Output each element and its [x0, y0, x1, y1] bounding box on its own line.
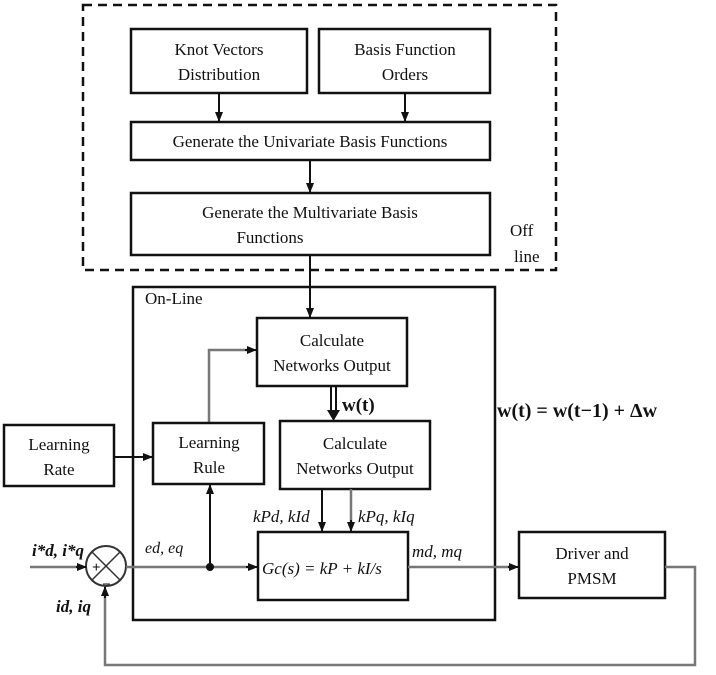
svg-text:Distribution: Distribution: [178, 65, 261, 84]
summing-junction: + −: [85, 545, 127, 593]
svg-text:Rule: Rule: [193, 458, 225, 477]
svg-text:Driver and: Driver and: [555, 544, 629, 563]
svg-text:Calculate: Calculate: [323, 434, 387, 453]
calculate-networks-output-block-2: Calculate Networks Output: [278, 419, 432, 491]
svg-text:Knot Vectors: Knot Vectors: [175, 40, 264, 59]
svg-text:Basis Function: Basis Function: [354, 40, 456, 59]
update-equation: w(t) = w(t−1) + Δw: [497, 400, 658, 422]
svg-text:Networks Output: Networks Output: [296, 459, 414, 478]
knot-vectors-block: Knot Vectors Distribution: [129, 27, 309, 95]
svg-text:+: +: [92, 560, 101, 576]
reference-label: i*d, i*q: [32, 541, 84, 560]
svg-text:Learning: Learning: [178, 433, 240, 452]
svg-text:Generate the Univariate Basis: Generate the Univariate Basis Functions: [173, 132, 448, 151]
learning-rule-block: Learning Rule: [151, 421, 266, 486]
svg-text:Rate: Rate: [43, 460, 74, 479]
svg-text:PMSM: PMSM: [567, 569, 616, 588]
multivariate-basis-block: Generate the Multivariate Basis Function…: [129, 191, 492, 257]
svg-text:Generate the Multivariate Basi: Generate the Multivariate Basis: [202, 203, 418, 222]
weight-label: w(t): [342, 395, 375, 416]
svg-text:Learning: Learning: [28, 435, 90, 454]
offline-region: [81, 3, 558, 272]
feedback-label: id, iq: [56, 597, 91, 616]
feedback-line: [103, 565, 697, 667]
kd-gains-label: kPd, kId: [253, 507, 310, 526]
offline-label-2: line: [514, 247, 540, 266]
offline-label: Off: [510, 221, 534, 240]
arrow: [207, 348, 250, 423]
svg-text:Gc(s) = kP + kI/s: Gc(s) = kP + kI/s: [262, 559, 382, 578]
svg-text:Networks Output: Networks Output: [273, 356, 391, 375]
online-label: On-Line: [145, 289, 203, 308]
driver-pmsm-block: Driver and PMSM: [517, 530, 667, 600]
svg-text:Orders: Orders: [382, 65, 428, 84]
online-region: [131, 285, 497, 622]
basis-function-orders-block: Basis Function Orders: [317, 27, 492, 95]
error-label: ed, eq: [145, 540, 183, 557]
pi-controller-block: Gc(s) = kP + kI/s: [256, 530, 410, 602]
univariate-basis-block: Generate the Univariate Basis Functions: [129, 120, 492, 162]
calculate-networks-output-block-1: Calculate Networks Output: [255, 316, 409, 388]
kq-gains-label: kPq, kIq: [358, 507, 415, 526]
arrow-head: [327, 410, 340, 421]
output-label: md, mq: [412, 542, 463, 561]
svg-text:Functions: Functions: [236, 228, 303, 247]
learning-rate-block: Learning Rate: [2, 423, 116, 488]
svg-text:Calculate: Calculate: [300, 331, 364, 350]
svg-text:−: −: [102, 577, 111, 593]
